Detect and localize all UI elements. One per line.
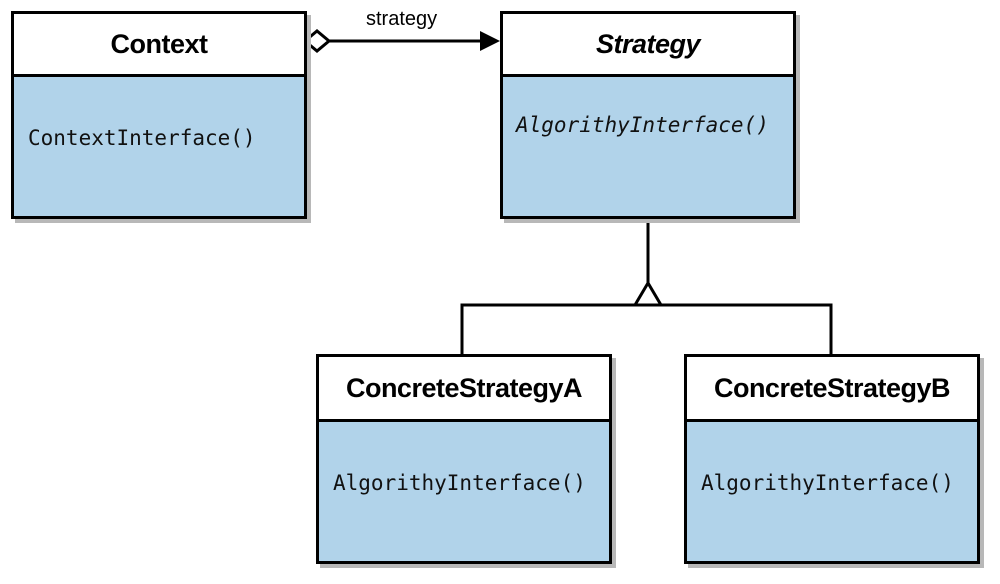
- strategy-method: AlgorithyInterface(): [516, 113, 769, 137]
- concrete-strategy-a-box: ConcreteStrategyA AlgorithyInterface(): [316, 354, 612, 564]
- context-class-box: Context ContextInterface(): [11, 11, 307, 219]
- inheritance-branch: [460, 303, 833, 356]
- context-method: ContextInterface(): [28, 126, 256, 150]
- concrete-strategy-b-box: ConcreteStrategyB AlgorithyInterface(): [684, 354, 980, 564]
- concrete-strategy-b-name: ConcreteStrategyB: [687, 357, 977, 422]
- inheritance-triangle: [632, 280, 664, 307]
- concrete-strategy-a-name: ConcreteStrategyA: [319, 357, 609, 422]
- strategy-class-name: Strategy: [503, 14, 793, 77]
- concrete-strategy-b-method: AlgorithyInterface(): [701, 471, 954, 495]
- context-class-name: Context: [14, 14, 304, 77]
- aggregation-diamond: [302, 29, 332, 53]
- strategy-class-box: Strategy AlgorithyInterface(): [500, 11, 796, 219]
- aggregation-label: strategy: [366, 8, 438, 30]
- concrete-strategy-a-method: AlgorithyInterface(): [333, 471, 586, 495]
- navigation-arrowhead: [480, 31, 500, 51]
